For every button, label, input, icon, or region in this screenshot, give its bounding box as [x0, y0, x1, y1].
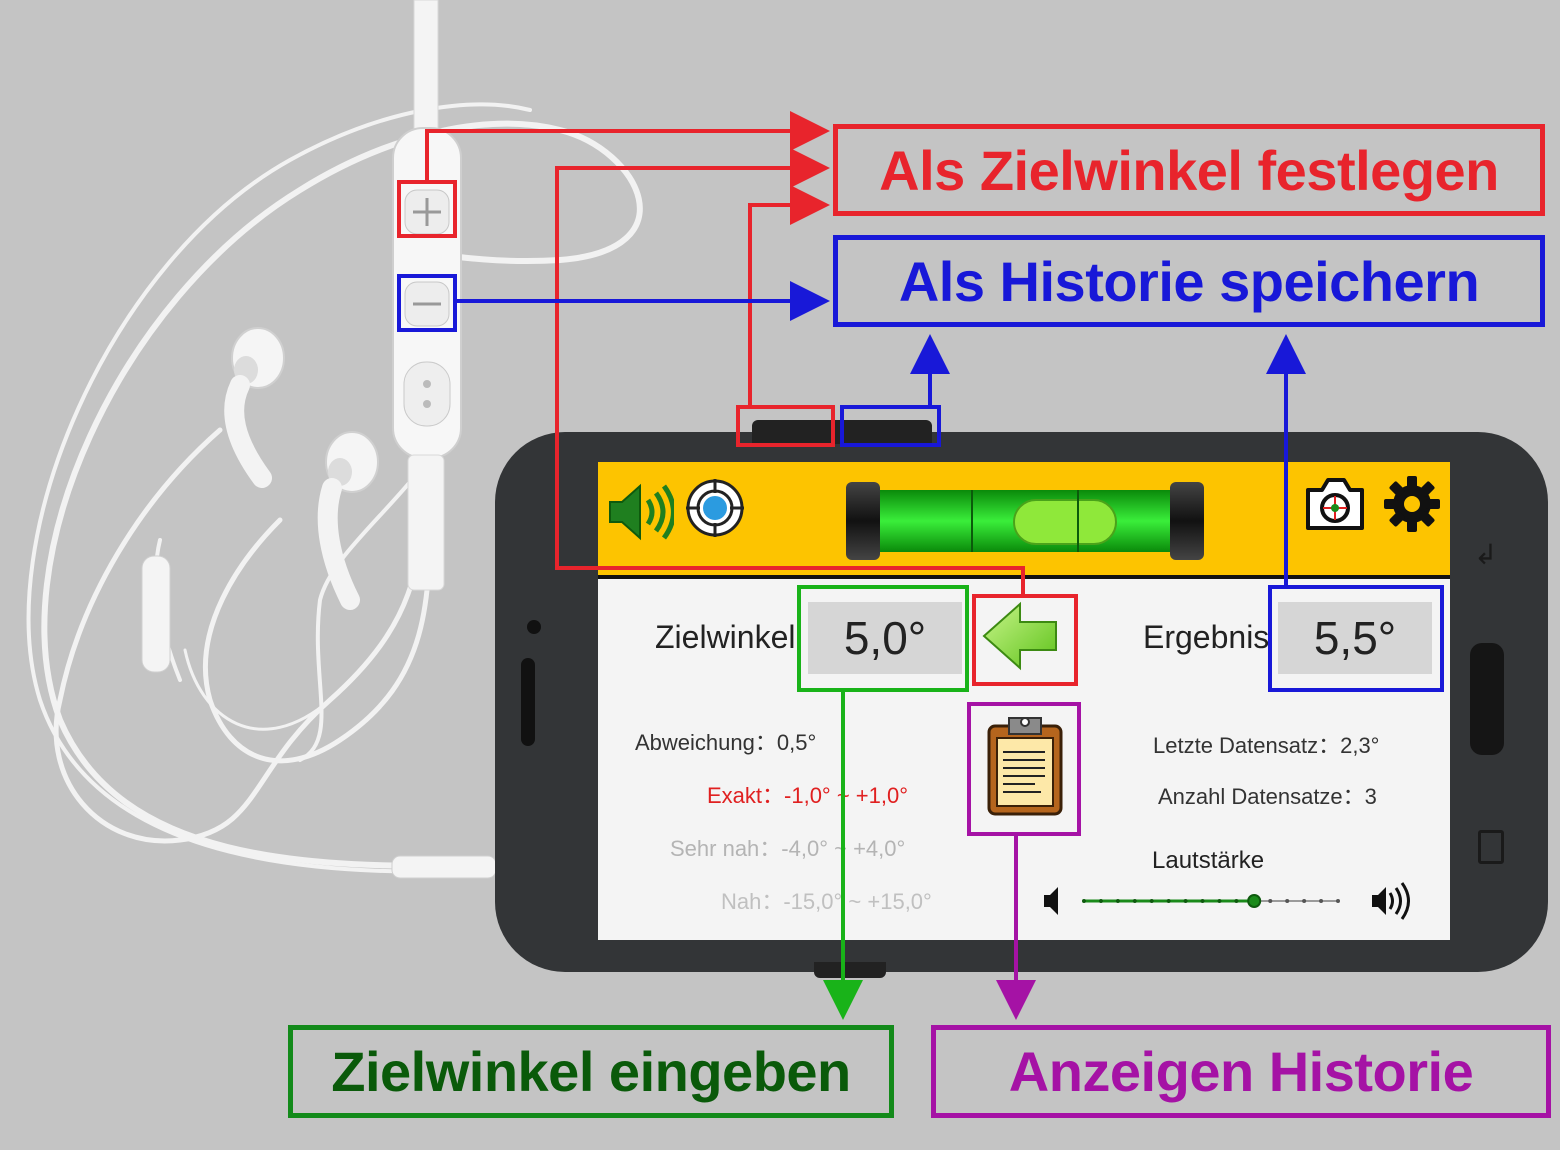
volume-down-highlight — [840, 405, 941, 447]
volume-low-icon — [1044, 887, 1058, 915]
volume-high-icon — [1372, 882, 1410, 920]
volume-tick — [1234, 899, 1239, 903]
volume-tick — [1115, 899, 1120, 903]
earpiece-slot — [521, 658, 535, 746]
target-angle-label: Zielwinkel — [655, 619, 796, 655]
result-highlight — [1268, 585, 1444, 692]
volume-up-highlight — [736, 405, 835, 447]
home-key[interactable] — [1470, 643, 1504, 755]
volume-tick — [1166, 899, 1171, 903]
volume-tick — [1098, 899, 1103, 903]
volume-tick — [1319, 899, 1324, 903]
callout-enter-target: Zielwinkel eingeben — [288, 1025, 894, 1118]
volume-tick — [1285, 899, 1290, 903]
volume-tick — [1268, 899, 1273, 903]
minus-button-highlight — [397, 274, 457, 332]
power-button[interactable] — [814, 962, 886, 978]
exact-range: Exakt：-1,0° ~ +1,0° — [707, 783, 909, 808]
front-camera — [527, 620, 541, 634]
volume-slider[interactable] — [1038, 879, 1418, 923]
history-highlight — [967, 702, 1081, 836]
top-toolbar — [598, 462, 1450, 579]
volume-tick — [1302, 899, 1307, 903]
deviation-text: Abweichung：0,5° — [635, 730, 817, 755]
plus-button-highlight — [397, 180, 457, 238]
result-label: Ergebnis — [1143, 619, 1270, 655]
volume-label: Lautstärke — [1152, 847, 1265, 874]
volume-tick — [1183, 899, 1188, 903]
volume-tick — [1082, 899, 1086, 903]
target-input-highlight — [797, 585, 969, 692]
content-area: Zielwinkel 5,0° Ergebnis 5,5° Abweichung… — [598, 579, 1450, 940]
callout-show-history: Anzeigen Historie — [931, 1025, 1551, 1118]
arrow-left-icon[interactable] — [980, 600, 1062, 672]
speaker-icon[interactable] — [606, 480, 674, 544]
callout-set-target: Als Zielwinkel festlegen — [833, 124, 1545, 216]
arrow-highlight — [972, 594, 1078, 686]
last-record-text: Letzte Datensatz：2,3° — [1153, 733, 1380, 758]
bubble-level — [846, 482, 1204, 560]
volume-tick — [1217, 899, 1222, 903]
target-angle-input[interactable]: 5,0° — [808, 602, 962, 674]
crosshair-icon[interactable] — [684, 477, 746, 539]
volume-tick — [1200, 899, 1205, 903]
callout-save-history: Als Historie speichern — [833, 235, 1545, 327]
result-value: 5,5° — [1278, 602, 1432, 674]
clipboard-icon[interactable] — [985, 714, 1065, 816]
recent-apps-icon[interactable] — [1478, 830, 1504, 864]
back-key-icon[interactable]: ↲ — [1474, 539, 1498, 570]
volume-tick — [1132, 899, 1137, 903]
gear-icon[interactable] — [1382, 474, 1442, 534]
volume-tick — [1149, 899, 1154, 903]
very-near-range: Sehr nah：-4,0° ~ +4,0° — [670, 836, 906, 861]
volume-knob[interactable] — [1247, 894, 1262, 908]
volume-tick — [1336, 899, 1340, 903]
app-screen: Zielwinkel 5,0° Ergebnis 5,5° Abweichung… — [598, 462, 1450, 940]
camera-icon[interactable] — [1302, 474, 1368, 534]
near-range: Nah：-15,0° ~ +15,0° — [721, 889, 932, 914]
record-count-text: Anzahl Datensatze：3 — [1158, 784, 1377, 809]
